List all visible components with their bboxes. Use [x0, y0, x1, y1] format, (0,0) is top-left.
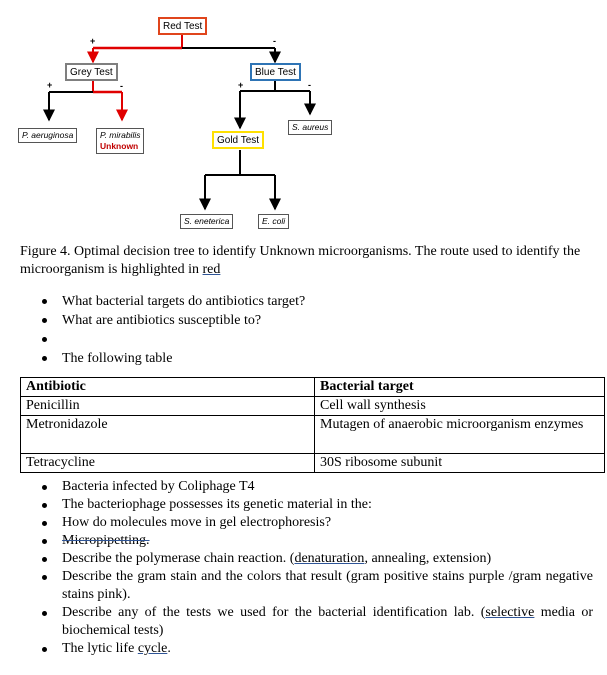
list-item-text: Describe any of the tests we used for th… — [62, 605, 486, 620]
list-item: Micropipetting. — [0, 532, 607, 550]
caption-red-word: red — [202, 262, 221, 277]
minus-sign: - — [273, 36, 276, 46]
caption-text: Figure 4. Optimal decision tree to ident… — [20, 244, 581, 277]
leaf-e-coli: E. coli — [258, 214, 290, 229]
list-item: The bacteriophage possesses its genetic … — [0, 496, 607, 514]
gold-test-node: Gold Test — [212, 131, 265, 149]
micropipetting-text: Micropipetting. — [62, 533, 150, 548]
minus-sign: - — [120, 81, 123, 91]
table-cell: Penicillin — [20, 396, 315, 416]
list-item: Bacteria infected by Coliphage T4 — [0, 478, 607, 496]
question-list-bottom: Bacteria infected by Coliphage T4 The ba… — [0, 478, 607, 658]
list-item: Describe the polymerase chain reaction. … — [0, 550, 607, 568]
tree-connectors — [43, 35, 316, 211]
list-item-text: Describe the polymerase chain reaction. … — [62, 551, 295, 566]
list-item: What are antibiotics susceptible to? — [0, 311, 607, 330]
table-row: Penicillin Cell wall synthesis — [20, 396, 605, 416]
list-item: Describe the gram stain and the colors t… — [0, 568, 607, 604]
red-test-node: Red Test — [158, 17, 208, 35]
table-row: Metronidazole Mutagen of anaerobic micro… — [20, 415, 605, 454]
minus-sign: - — [273, 196, 276, 206]
table-header: Bacterial target — [314, 377, 605, 397]
table-cell: Cell wall synthesis — [314, 396, 605, 416]
leaf-p-aeruginosa: P. aeruginosa — [18, 128, 78, 143]
table-cell: Metronidazole — [20, 415, 315, 454]
list-item: The lytic life cycle. — [0, 640, 607, 658]
list-item: Describe any of the tests we used for th… — [0, 604, 607, 640]
leaf-s-eneterica: S. eneterica — [180, 214, 234, 229]
plus-sign: + — [90, 36, 96, 46]
decision-tree: + - + - + - + - Red Test Grey Test Blue … — [0, 0, 607, 240]
leaf-p-mirabilis-name: P. mirabilis — [100, 130, 141, 140]
leaf-p-mirabilis: P. mirabilis Unknown — [96, 128, 145, 154]
question-list-top: What bacterial targets do antibiotics ta… — [0, 292, 607, 368]
list-item-text: The lytic life — [62, 641, 138, 656]
underlined-word: denaturation — [294, 551, 365, 566]
list-item: What bacterial targets do antibiotics ta… — [0, 292, 607, 311]
table-cell: Tetracycline — [20, 453, 315, 473]
list-item-text: . — [167, 641, 171, 656]
plus-sign: + — [47, 80, 53, 90]
table-header-row: Antibiotic Bacterial target — [20, 377, 605, 397]
list-item-text: , annealing, extension) — [364, 551, 492, 566]
underlined-word: cycle — [137, 641, 168, 656]
table-cell: 30S ribosome subunit — [314, 453, 605, 473]
minus-sign: - — [308, 80, 311, 90]
table-cell: Mutagen of anaerobic microorganism enzym… — [314, 415, 605, 454]
plus-sign: + — [203, 196, 209, 206]
list-item-text: media or biochemical tests) — [62, 605, 593, 638]
antibiotic-table: Antibiotic Bacterial target Penicillin C… — [20, 377, 605, 473]
table-row: Tetracycline 30S ribosome subunit — [20, 453, 605, 473]
table-header: Antibiotic — [20, 377, 315, 397]
blue-test-node: Blue Test — [250, 63, 301, 81]
leaf-s-aureus: S. aureus — [288, 120, 333, 135]
plus-sign: + — [238, 80, 244, 90]
figure-caption: Figure 4. Optimal decision tree to ident… — [20, 243, 595, 279]
underlined-word: selective — [485, 605, 535, 620]
list-item: The following table — [0, 349, 607, 368]
list-item — [0, 330, 607, 349]
list-item: How do molecules move in gel electrophor… — [0, 514, 607, 532]
grey-test-node: Grey Test — [65, 63, 118, 81]
unknown-label: Unknown — [100, 141, 139, 151]
